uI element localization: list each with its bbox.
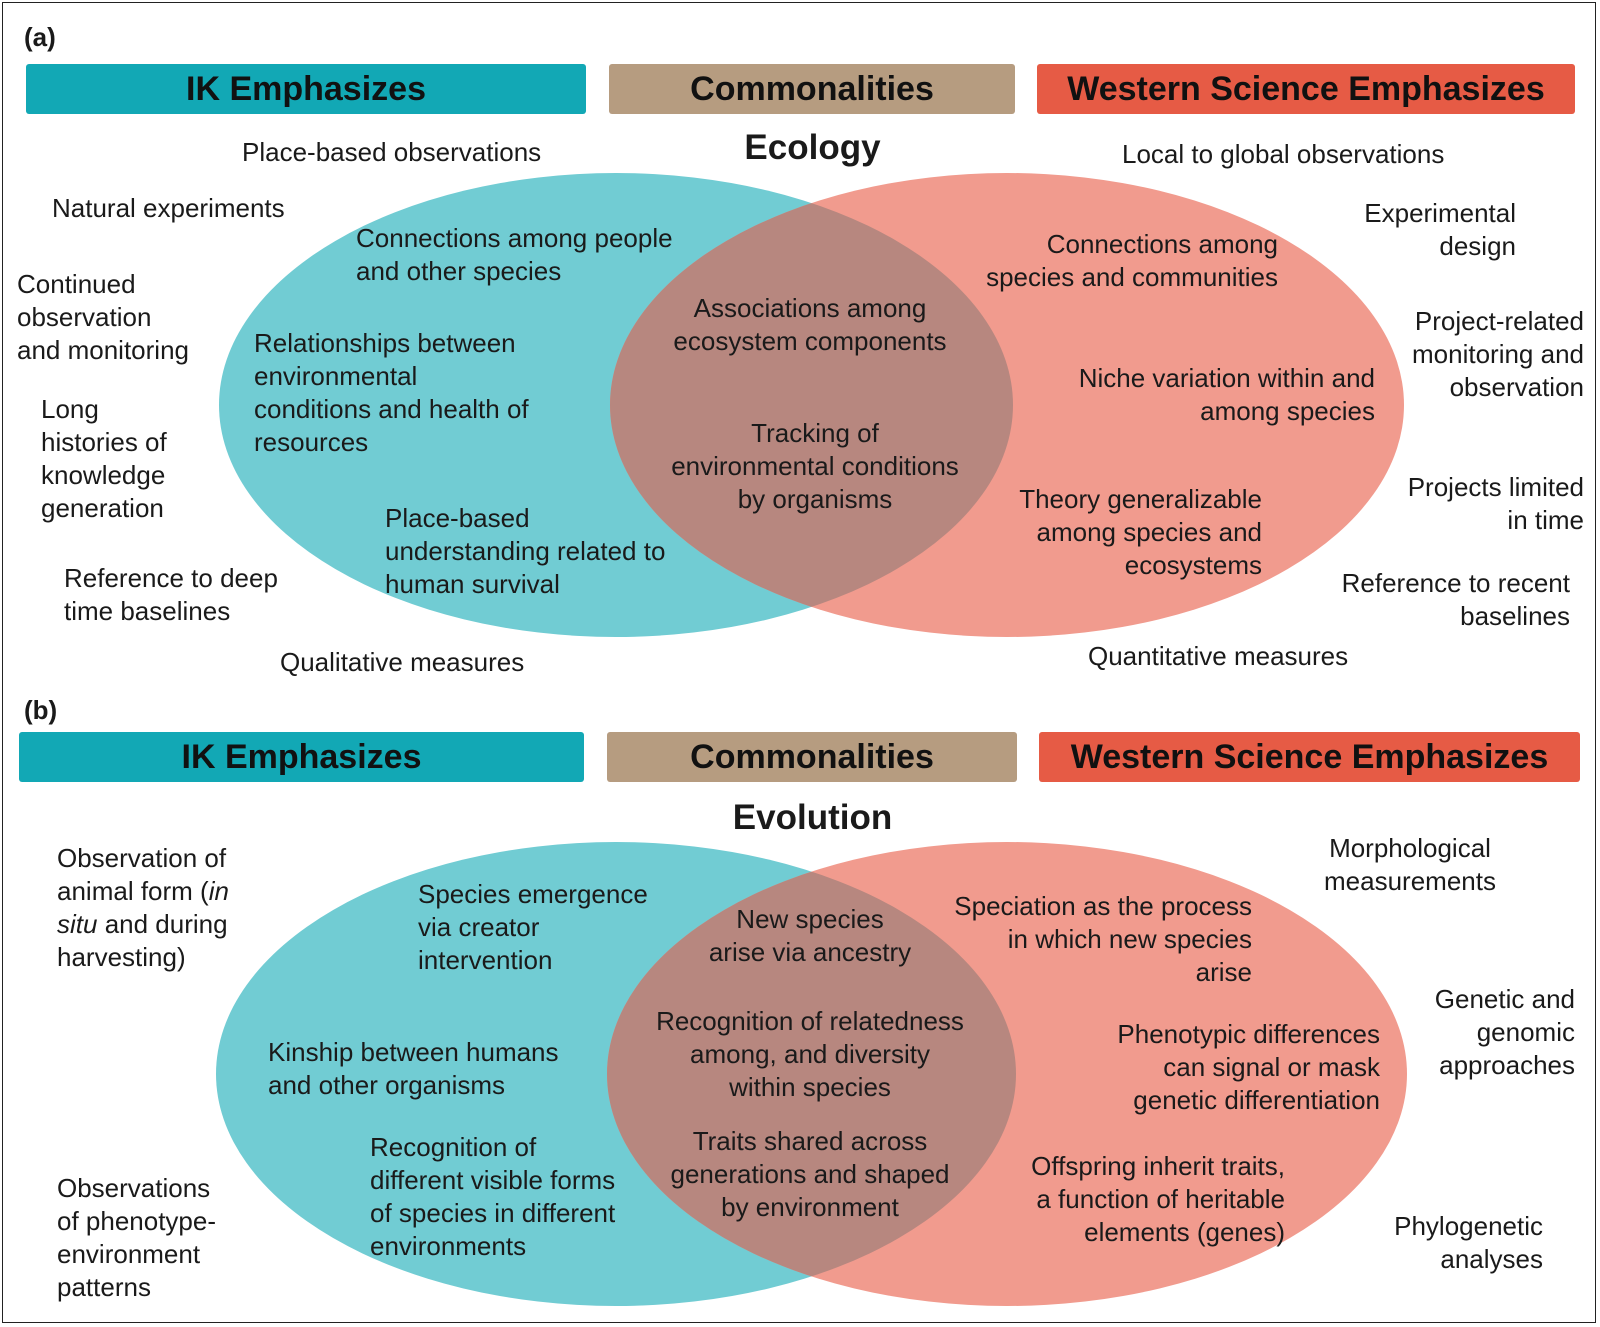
outside-left-item: Natural experiments — [52, 193, 285, 223]
evolution-title: Evolution — [732, 798, 893, 837]
ecology-title: Ecology — [744, 128, 881, 167]
panel-a-label: (a) — [24, 22, 56, 52]
ik-item: Kinship between humans and other organis… — [268, 1037, 559, 1100]
ik-item: Connections among people and other speci… — [356, 223, 673, 286]
western-item: Offspring inherit traits, a function of … — [1031, 1151, 1285, 1247]
header-western-science-emphasizes: Western Science Emphasizes — [1037, 64, 1575, 114]
outside-right-item: Genetic and genomic approaches — [1434, 984, 1575, 1080]
western-item: Niche variation within and among species — [1078, 363, 1375, 426]
outside-left-item: Continued observation and monitoring — [17, 269, 189, 365]
common-item: New species arise via ancestry — [708, 904, 912, 967]
outside-right-item: Project-related monitoring and observati… — [1412, 306, 1584, 402]
outside-left-item: Place-based observations — [242, 137, 542, 167]
outside-right-item: Morphological measurements — [1324, 833, 1496, 896]
outside-left-item: Observation of animal form (in situ and … — [57, 843, 229, 972]
ik-item: Species emergence via creator interventi… — [418, 879, 648, 975]
western-item: Theory generalizable among species and e… — [1019, 484, 1262, 580]
ik-item: Place-based understanding related to hum… — [385, 503, 666, 599]
western-item: Connections among species and communitie… — [986, 229, 1278, 292]
outside-right-item: Reference to recent baselines — [1341, 568, 1570, 631]
outside-right-item: Projects limited in time — [1407, 472, 1584, 535]
common-item: Traits shared across generations and sha… — [670, 1126, 950, 1222]
common-item: Associations among ecosystem components — [673, 293, 947, 356]
header-ik-emphasizes: IK Emphasizes — [19, 732, 584, 782]
outside-right-item: Local to global observations — [1122, 139, 1445, 169]
common-item: Tracking of environmental conditions by … — [671, 418, 959, 514]
header-western-science-emphasizes: Western Science Emphasizes — [1039, 732, 1580, 782]
header-commonalities: Commonalities — [607, 732, 1017, 782]
header-commonalities: Commonalities — [609, 64, 1015, 114]
ik-item: Recognition of different visible forms o… — [370, 1132, 616, 1261]
outside-left-item: Long histories of knowledge generation — [41, 394, 167, 523]
common-item: Recognition of relatedness among, and di… — [656, 1006, 964, 1102]
header-ik-emphasizes: IK Emphasizes — [26, 64, 586, 114]
western-item: Speciation as the process in which new s… — [954, 891, 1252, 987]
western-item: Phenotypic differences can signal or mas… — [1117, 1019, 1380, 1115]
ik-item: Relationships between environmental cond… — [254, 328, 529, 457]
outside-left-item: Reference to deep time baselines — [64, 563, 278, 626]
outside-right-item: Experimental design — [1364, 198, 1516, 261]
outside-left-item: Qualitative measures — [280, 647, 525, 677]
evolution-overlap — [607, 842, 1016, 1306]
outside-right-item: Quantitative measures — [1088, 641, 1349, 671]
panel-b-label: (b) — [24, 695, 58, 725]
outside-right-item: Phylogenetic analyses — [1394, 1211, 1543, 1274]
ecology-overlap — [610, 173, 1013, 637]
outside-left-item: Observations of phenotype- environment p… — [57, 1173, 217, 1302]
